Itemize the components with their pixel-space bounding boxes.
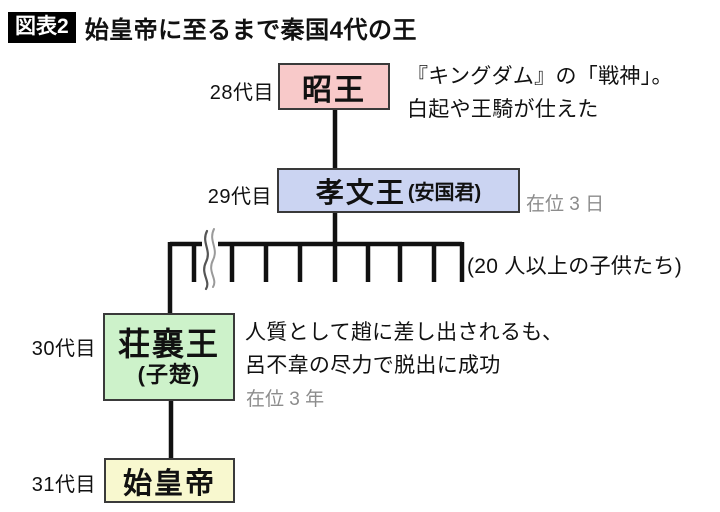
king-box-xiaowen: 孝文王 (安国君)	[277, 168, 520, 213]
note-shao: 『キングダム』の「戦神」。 白起や王騎が仕えた	[407, 60, 673, 126]
generation-label-31: 31代目	[31, 474, 96, 496]
note-shao-line2: 白起や王騎が仕えた	[407, 98, 599, 121]
note-zhuang-line2: 呂不韋の尽力で脱出に成功	[245, 354, 501, 377]
note-shao-line1: 『キングダム』の「戦神」。	[407, 65, 673, 88]
reign-zhuang: 在位 3 年	[246, 389, 325, 410]
king-alias-zhuang: (子楚)	[137, 361, 201, 387]
title-row: 図表2 始皇帝に至るまで秦国4代の王	[8, 10, 417, 45]
generation-label-28: 28代目	[209, 82, 274, 104]
king-box-shihuang: 始皇帝	[104, 458, 235, 503]
king-alias-xiaowen: (安国君)	[407, 182, 482, 204]
generation-label-30: 30代目	[31, 338, 96, 360]
king-name-xiaowen: 孝文王	[315, 176, 406, 208]
king-name-zhuang: 荘襄王	[117, 326, 220, 363]
generation-label-29: 29代目	[207, 186, 272, 208]
children-note: (20 人以上の子供たち)	[467, 255, 683, 278]
note-zhuang-line1: 人質として趙に差し出されるも、	[245, 321, 564, 344]
break-mark	[203, 228, 216, 291]
king-box-shao: 昭王	[278, 63, 390, 110]
note-zhuang: 人質として趙に差し出されるも、 呂不韋の尽力で脱出に成功	[245, 316, 563, 382]
king-name-shao: 昭王	[302, 73, 366, 107]
king-box-zhuang: 荘襄王 (子楚)	[103, 313, 235, 401]
king-name-shihuang: 始皇帝	[122, 467, 216, 500]
page-title: 始皇帝に至るまで秦国4代の王	[84, 17, 418, 44]
reign-xiaowen: 在位 3 日	[526, 194, 605, 215]
figure-badge: 図表2	[8, 11, 76, 44]
